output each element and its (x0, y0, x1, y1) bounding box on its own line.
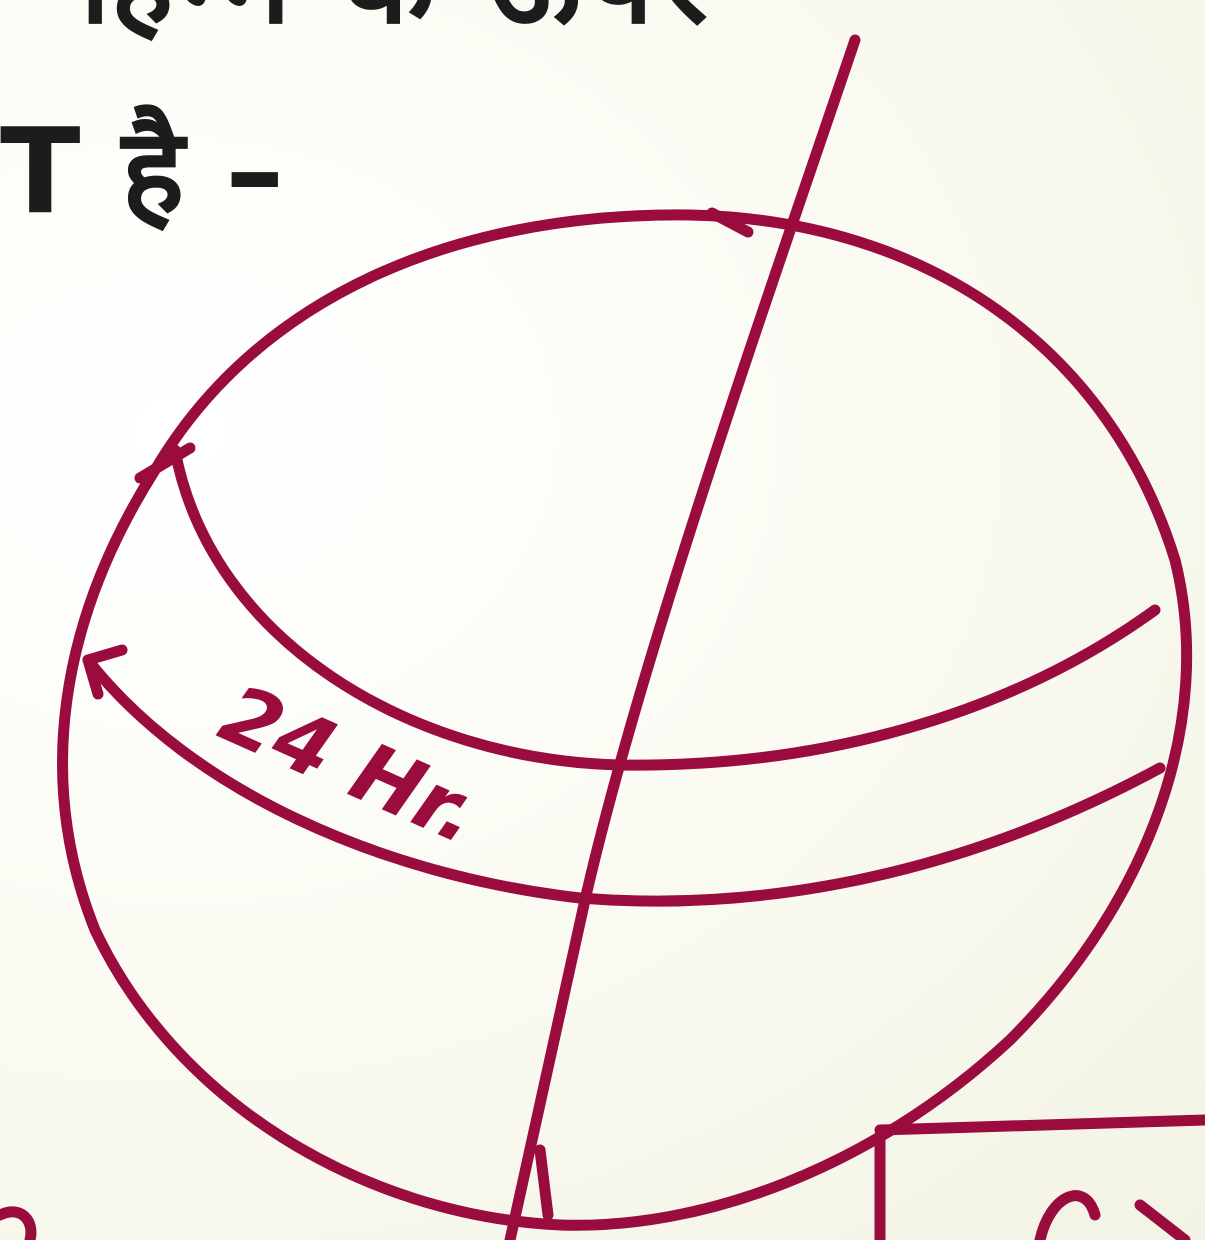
rotation-period-label: 24 Hr. (207, 666, 493, 863)
bottom-right-scribble (1040, 1196, 1095, 1240)
bottom-right-box (880, 1120, 1205, 1130)
bottom-right-scribble-2 (1140, 1205, 1185, 1240)
bottom-left-mark (0, 1212, 31, 1240)
bottom-tick (540, 1150, 548, 1215)
